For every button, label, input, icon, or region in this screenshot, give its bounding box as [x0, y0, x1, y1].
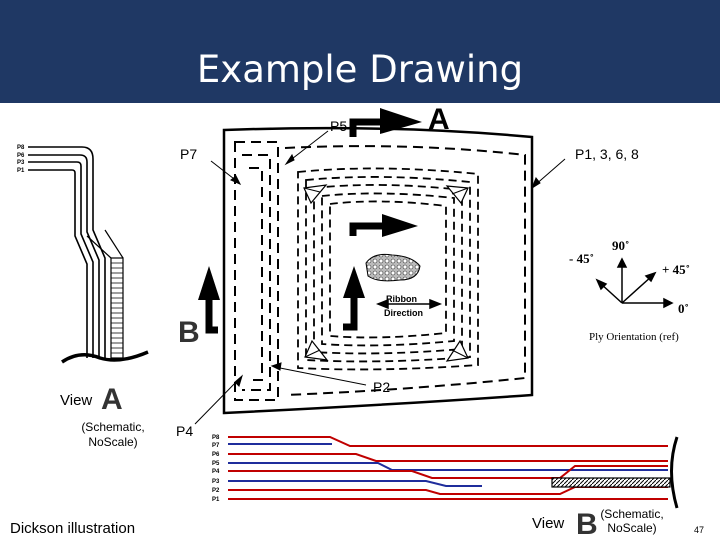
view-b-ply-label: P6 [212, 452, 220, 458]
view-a-ply-label: P6 [17, 153, 25, 159]
page-number: 47 [694, 525, 704, 535]
view-b-note-line: NoScale) [607, 521, 656, 535]
view-a-note-line: (Schematic, [81, 420, 144, 434]
ply-orientation-caption: Ply Orientation (ref) [589, 331, 679, 343]
label-p1-3-6-8: P1, 3, 6, 8 [575, 146, 639, 162]
footer-credit: Dickson illustration [10, 520, 135, 537]
view-a-ply-label: P1 [17, 168, 25, 174]
view-a-note-line: NoScale) [88, 435, 137, 449]
section-a-arrow [349, 108, 422, 137]
view-a-ply-label: P8 [17, 145, 25, 151]
angle-plus-45: + 45˚ [662, 262, 690, 277]
angle-0: 0˚ [678, 301, 689, 316]
view-b-ply-label: P7 [212, 443, 220, 449]
slide-title: Example Drawing [196, 48, 524, 91]
view-b-plies [228, 436, 679, 509]
view-b-note-line: (Schematic, [600, 507, 663, 521]
view-a-ply-labels: P8 P6 P3 P1 [17, 145, 25, 174]
view-b-letter: B [576, 508, 598, 540]
label-p7: P7 [180, 146, 197, 162]
angle-minus-45: - 45˚ [569, 251, 594, 266]
section-b-arrow [198, 266, 220, 334]
main-panel [222, 126, 534, 415]
ribbon-label-line: Direction [384, 308, 423, 318]
label-p2: P2 [373, 379, 390, 395]
ply-direction-arrow [349, 214, 418, 237]
angle-90: 90˚ [612, 238, 629, 253]
view-b-ply-label: P3 [212, 479, 220, 485]
section-b-letter: B [178, 316, 200, 349]
ply-orientation-diagram [595, 257, 674, 309]
view-b-ply-label: P5 [212, 461, 220, 467]
view-b-ply-label: P1 [212, 497, 220, 503]
view-a-label: View [60, 392, 92, 409]
ribbon-direction-arrow [375, 298, 443, 310]
label-p4: P4 [176, 423, 193, 439]
honeycomb-core [365, 253, 421, 282]
up-ply-arrow [343, 266, 365, 331]
title-bar [0, 0, 720, 103]
leader-lines [194, 130, 566, 425]
view-b-ply-label: P4 [212, 469, 220, 475]
section-a-letter: A [428, 103, 450, 136]
label-p5: P5 [330, 118, 347, 134]
view-b-label: View [532, 515, 564, 532]
view-b-ply-label: P8 [212, 435, 220, 441]
view-a-schematic [28, 146, 149, 364]
view-a-ply-label: P3 [17, 160, 25, 166]
view-b-ply-labels: P8 P7 P6 P5 P4 P3 P2 P1 [212, 435, 220, 503]
view-b-ply-label: P2 [212, 488, 220, 494]
ribbon-label-line: Ribbon [386, 294, 417, 304]
view-a-letter: A [101, 383, 123, 416]
